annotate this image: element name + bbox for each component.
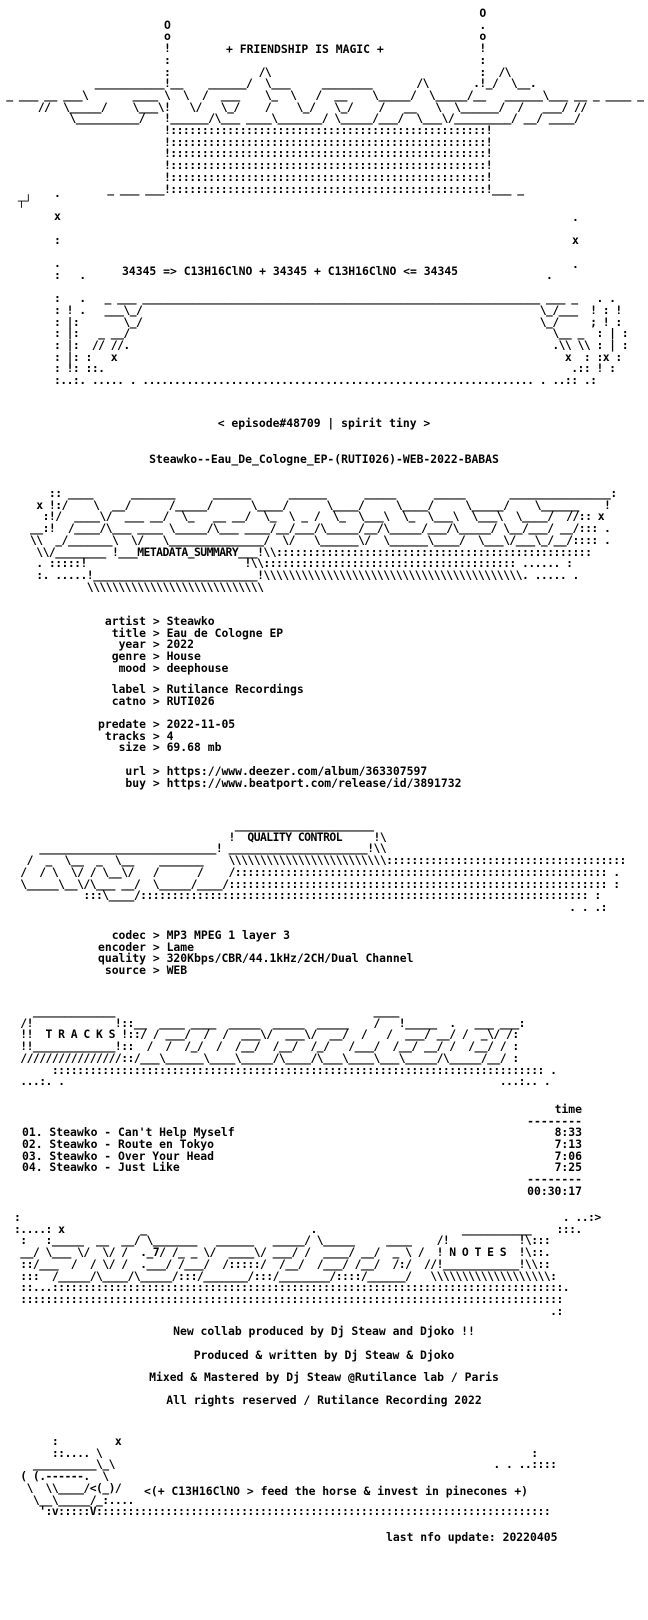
- meta-predate: 2022-11-05: [166, 717, 236, 731]
- formula-frame: . : . . : . _ ___ ______________________…: [54, 256, 629, 388]
- formula-text: 34345 => C13H16ClNO + 34345 + C13H16ClNO…: [122, 264, 459, 278]
- meta-size: 69.68 mb: [166, 740, 222, 755]
- friendship-banner: + FRIENDSHIP IS MAGIC +: [226, 42, 384, 56]
- meta-catno: RUTI026: [166, 693, 215, 708]
- deezer-link[interactable]: https://www.deezer.com/album/363307597: [166, 764, 428, 778]
- track-name: 04. Steawko - Just Like: [22, 1160, 180, 1175]
- track-name: 01. Steawko - Can't Help Myself: [22, 1125, 235, 1140]
- quality-key: codec: [111, 928, 146, 942]
- meta-key: tracks: [104, 728, 146, 743]
- quality-encoder: Lame: [166, 939, 195, 954]
- meta-year: 2022: [166, 637, 195, 652]
- track-name: 03. Steawko - Over Your Head: [22, 1148, 215, 1163]
- track-row: 01. Steawko - Can't Help Myself 8:33: [22, 1127, 582, 1139]
- episode-line: < episode#48709 | spirit tiny >: [217, 416, 431, 430]
- cursor-mark-icon: ┬┘: [18, 194, 32, 208]
- meta-value: > 2022: [146, 637, 195, 652]
- meta-value: > Eau de Cologne EP: [146, 625, 284, 640]
- quality-value: > 320Kbps/CBR/44.1kHz/2CH/Dual Channel: [146, 951, 414, 966]
- track-time: 8:33: [554, 1125, 582, 1140]
- meta-value: > Steawko: [146, 614, 215, 628]
- meta-value: > Rutilance Recordings: [146, 682, 304, 696]
- release-name: Steawko--Eau_De_Cologne_EP-(RUTI026)-WEB…: [149, 452, 499, 466]
- track-time: 7:06: [554, 1148, 582, 1163]
- note-line: New collab produced by Dj Steaw and Djok…: [173, 1324, 475, 1338]
- notes-header-art: : . ..:> :....: x _ . ___________ :::. :…: [14, 1210, 601, 1318]
- note-line: Produced & written by Dj Steaw & Djoko: [193, 1348, 455, 1362]
- tracklist: time -------- 01. Steawko - Can't Help M…: [22, 1102, 582, 1198]
- track-time: 7:13: [554, 1137, 582, 1152]
- meta-key: artist: [104, 614, 146, 628]
- quality-key: quality: [97, 951, 146, 966]
- last-update: last nfo update: 20220405: [386, 1530, 558, 1544]
- track-row: 02. Steawko - Route en Tokyo 7:13: [22, 1137, 582, 1152]
- metadata-block: artist > Steawko title > Eau de Cologne …: [76, 615, 461, 815]
- meta-value: > https://www.beatport.com/release/id/38…: [146, 775, 462, 790]
- total-rule: --------: [527, 1172, 582, 1187]
- meta-key: year: [118, 637, 146, 652]
- quality-key: encoder: [97, 939, 146, 954]
- meta-key: buy: [125, 775, 146, 790]
- meta-value: > 2022-11-05: [146, 717, 236, 731]
- quality-value: > Lame: [146, 939, 195, 954]
- meta-key: genre: [111, 649, 146, 664]
- meta-label: Rutilance Recordings: [166, 682, 304, 696]
- meta-key: url: [125, 764, 146, 778]
- meta-mood: deephouse: [166, 660, 229, 675]
- meta-value: > House: [146, 649, 201, 664]
- meta-artist: Steawko: [166, 614, 215, 628]
- quality-codec: MP3 MPEG 1 layer 3: [166, 928, 291, 942]
- meta-key: title: [111, 625, 146, 640]
- quality-header-art: ______________________ ! QUALITY CONTROL…: [20, 818, 626, 914]
- quality-key: source: [104, 963, 146, 978]
- header-art: O O . o o !: [6, 6, 644, 196]
- total-time: 00:30:17: [527, 1183, 582, 1198]
- quality-value: > WEB: [146, 963, 188, 978]
- meta-title: Eau de Cologne EP: [166, 625, 284, 640]
- footer-art: : x ::.... \ : __________\_\ . . ..:::: …: [20, 1434, 557, 1519]
- quality-block: codec > MP3 MPEG 1 layer 3 encoder > Lam…: [54, 929, 413, 1000]
- meta-key: predate: [97, 717, 146, 731]
- meta-value: > deephouse: [146, 660, 229, 675]
- track-name: 02. Steawko - Route en Tokyo: [22, 1137, 215, 1152]
- meta-key: mood: [118, 660, 146, 675]
- quality-source: WEB: [166, 963, 188, 978]
- track-row: 03. Steawko - Over Your Head 7:06: [22, 1148, 582, 1163]
- edge-marks-left: . x :: [54, 186, 61, 247]
- meta-tracks: 4: [166, 728, 174, 743]
- meta-key: size: [118, 740, 146, 755]
- meta-value: > RUTI026: [146, 693, 215, 708]
- tracks-header-art: _____________ ____ /! !::__ ____ ____ __…: [20, 1004, 557, 1089]
- quality-quality: 320Kbps/CBR/44.1kHz/2CH/Dual Channel: [166, 951, 414, 966]
- meta-value: > https://www.deezer.com/album/363307597: [146, 764, 428, 778]
- meta-key: label: [111, 682, 146, 696]
- footer-tagline: <(+ C13H16ClNO > feed the horse & invest…: [144, 1484, 529, 1498]
- time-rule: --------: [527, 1113, 582, 1128]
- track-time: 7:25: [554, 1160, 582, 1175]
- note-line: Mixed & Mastered by Dj Steaw @Rutilance …: [149, 1370, 499, 1384]
- beatport-link[interactable]: https://www.beatport.com/release/id/3891…: [166, 775, 462, 790]
- meta-genre: House: [166, 649, 201, 664]
- meta-value: > 69.68 mb: [146, 740, 222, 755]
- meta-key: catno: [111, 693, 146, 708]
- note-line: All rights reserved / Rutilance Recordin…: [166, 1393, 482, 1407]
- metadata-header-art: :: ____ _______ ______ ______ _____ ____…: [30, 486, 617, 594]
- track-row: 04. Steawko - Just Like 7:25: [22, 1162, 582, 1174]
- edge-marks-right: . x .: [572, 210, 579, 271]
- quality-value: > MP3 MPEG 1 layer 3: [146, 928, 291, 942]
- time-header: time: [554, 1102, 582, 1116]
- meta-value: > 4: [146, 728, 174, 743]
